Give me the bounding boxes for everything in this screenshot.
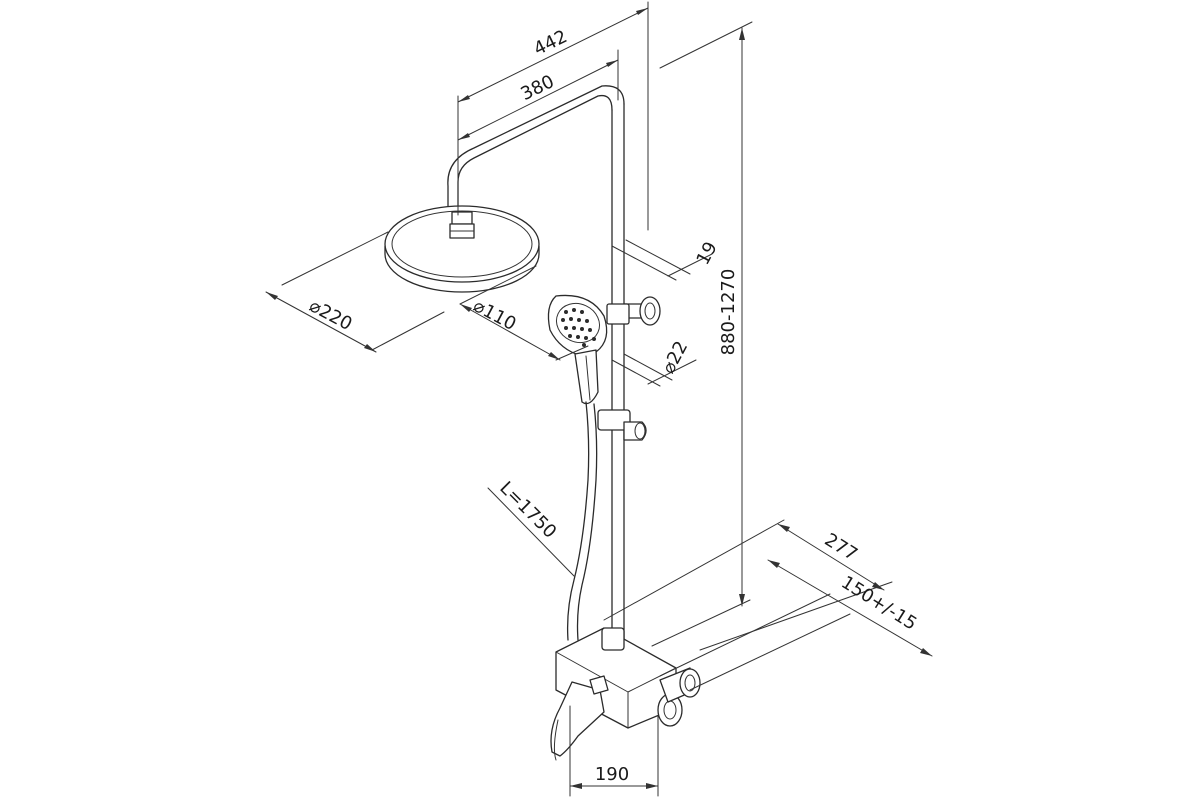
shower-hose [566, 401, 598, 641]
bath-spout [550, 675, 609, 761]
dimension-190: 190 [569, 705, 659, 797]
dim-label-110: ⌀110 [470, 295, 520, 335]
slide-holder [597, 409, 647, 441]
dim-label-220: ⌀220 [306, 295, 356, 335]
dim-label-hose: L=1750 [495, 478, 560, 543]
dimension-hose-length: L=1750 [487, 478, 575, 577]
riser-pipe [611, 103, 625, 641]
wall-bracket [606, 296, 661, 326]
dim-label-22: ⌀22 [658, 338, 692, 378]
dim-label-190: 190 [595, 764, 629, 785]
dimension-442: 442 [457, 1, 649, 231]
dimension-150: 150+/-15 [659, 559, 933, 691]
dim-label-19: 19 [692, 238, 721, 268]
dim-label-880-1270: 880-1270 [718, 269, 739, 356]
spray-nozzles [561, 308, 596, 347]
dimension-19: 19 [611, 238, 722, 281]
dimension-880-1270: 880-1270 [651, 21, 753, 647]
shower-arm [447, 85, 625, 217]
dim-label-442: 442 [531, 26, 571, 60]
hand-shower-head [547, 294, 608, 405]
dim-label-277: 277 [821, 529, 861, 565]
rain-shower-head [384, 205, 540, 293]
